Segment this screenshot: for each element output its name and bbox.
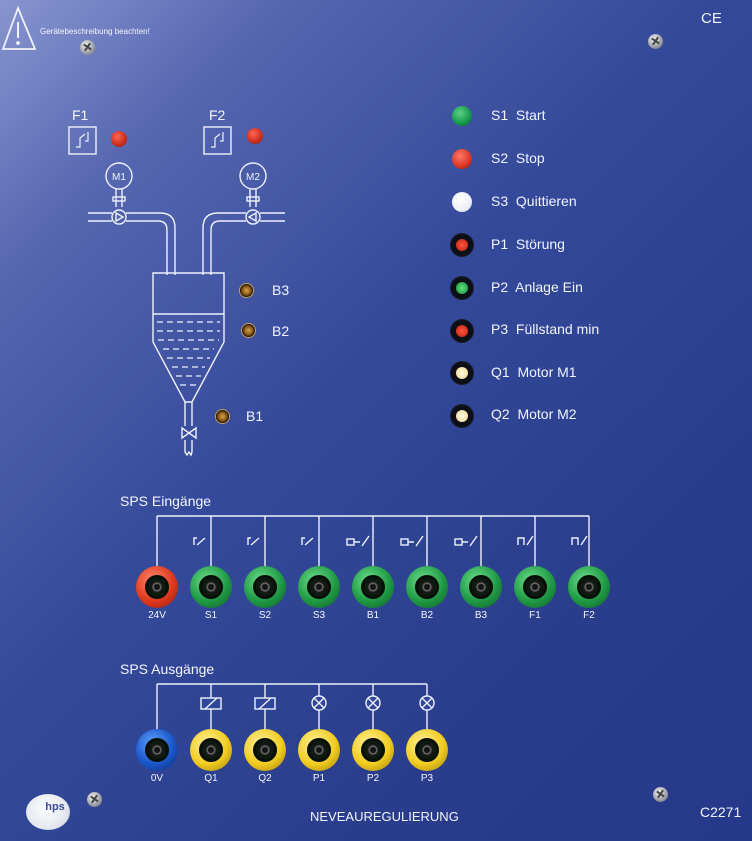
warning-text: Gerätebeschreibung beachten! [40,27,150,36]
input-socket-s1[interactable] [190,566,232,608]
output-socket-label: P3 [420,773,434,784]
output-socket-label: Q2 [258,773,272,784]
motor-m1-symbol [105,162,133,190]
input-socket-f2[interactable] [568,566,610,608]
input-socket-b2[interactable] [406,566,448,608]
fault-lamp [451,234,473,256]
control-s1-label: S1 Start [491,107,546,123]
control-q2-label: Q2 Motor M2 [491,406,577,422]
warning-triangle-icon [1,5,37,50]
control-s3-label: S3 Quittieren [491,193,577,209]
input-socket-label: S3 [312,610,326,621]
fuse-f1-label: F1 [72,107,89,123]
screw-icon [87,792,102,807]
input-socket-s3[interactable] [298,566,340,608]
motor-m2-symbol [239,162,267,190]
output-socket-q1[interactable] [190,729,232,771]
sensor-b2-icon [242,324,255,337]
sensor-b1-icon [216,410,229,423]
control-p3-label: P3 Füllstand min [491,321,600,337]
sensor-b3-icon [240,284,253,297]
ce-mark: CE [701,10,722,27]
acknowledge-button[interactable] [452,192,472,212]
input-socket-b1[interactable] [352,566,394,608]
control-p1-label: P1 Störung [491,236,565,252]
output-socket-p1[interactable] [298,729,340,771]
output-socket-0v[interactable] [136,729,178,771]
screw-icon [653,787,668,802]
output-socket-label: P2 [366,773,380,784]
screw-icon [80,40,95,55]
screw-icon [648,34,663,49]
output-socket-label: Q1 [204,773,218,784]
sensor-b1-label: B1 [246,408,264,424]
input-socket-label: F2 [583,610,595,621]
motor-m1-text: M1 [112,172,126,183]
motor-m2-lamp [451,405,473,427]
hps-logo [26,794,70,830]
outputs-section-title: SPS Ausgänge [120,661,215,677]
control-p2-label: P2 Anlage Ein [491,279,583,295]
input-socket-f1[interactable] [514,566,556,608]
outputs-wiring [156,683,435,735]
input-socket-label: F1 [529,610,541,621]
brand-text: hps [45,801,65,813]
motor-m1-lamp [451,362,473,384]
level-min-lamp [451,320,473,342]
input-socket-label: B3 [474,610,488,621]
control-q1-label: Q1 Motor M1 [491,364,577,380]
input-socket-s2[interactable] [244,566,286,608]
output-socket-q2[interactable] [244,729,286,771]
input-socket-label: S1 [204,610,218,621]
input-socket-24v[interactable] [136,566,178,608]
panel-title: NEVEAUREGULIERUNG [310,809,459,824]
stop-button[interactable] [452,149,472,169]
output-socket-p3[interactable] [406,729,448,771]
panel-code: C2271 [700,804,742,820]
output-socket-label: 0V [150,773,164,784]
control-s2-label: S2 Stop [491,150,545,166]
sensor-b3-label: B3 [272,282,290,298]
inputs-wiring [156,515,590,572]
motor-m2-text: M2 [246,172,260,183]
inputs-section-title: SPS Eingänge [120,493,212,509]
input-socket-label: 24V [148,610,166,621]
fuse-f1-symbol [68,126,97,155]
sensor-b2-label: B2 [272,323,290,339]
input-socket-b3[interactable] [460,566,502,608]
fuse-f2-led [247,128,263,144]
input-socket-label: S2 [258,610,272,621]
fuse-f1-led [111,131,127,147]
system-on-lamp [451,277,473,299]
output-socket-p2[interactable] [352,729,394,771]
start-button[interactable] [452,106,472,126]
input-socket-label: B2 [420,610,434,621]
tank-symbol [152,272,225,403]
fuse-f2-symbol [203,126,232,155]
input-socket-label: B1 [366,610,380,621]
output-socket-label: P1 [312,773,326,784]
fuse-f2-label: F2 [209,107,226,123]
